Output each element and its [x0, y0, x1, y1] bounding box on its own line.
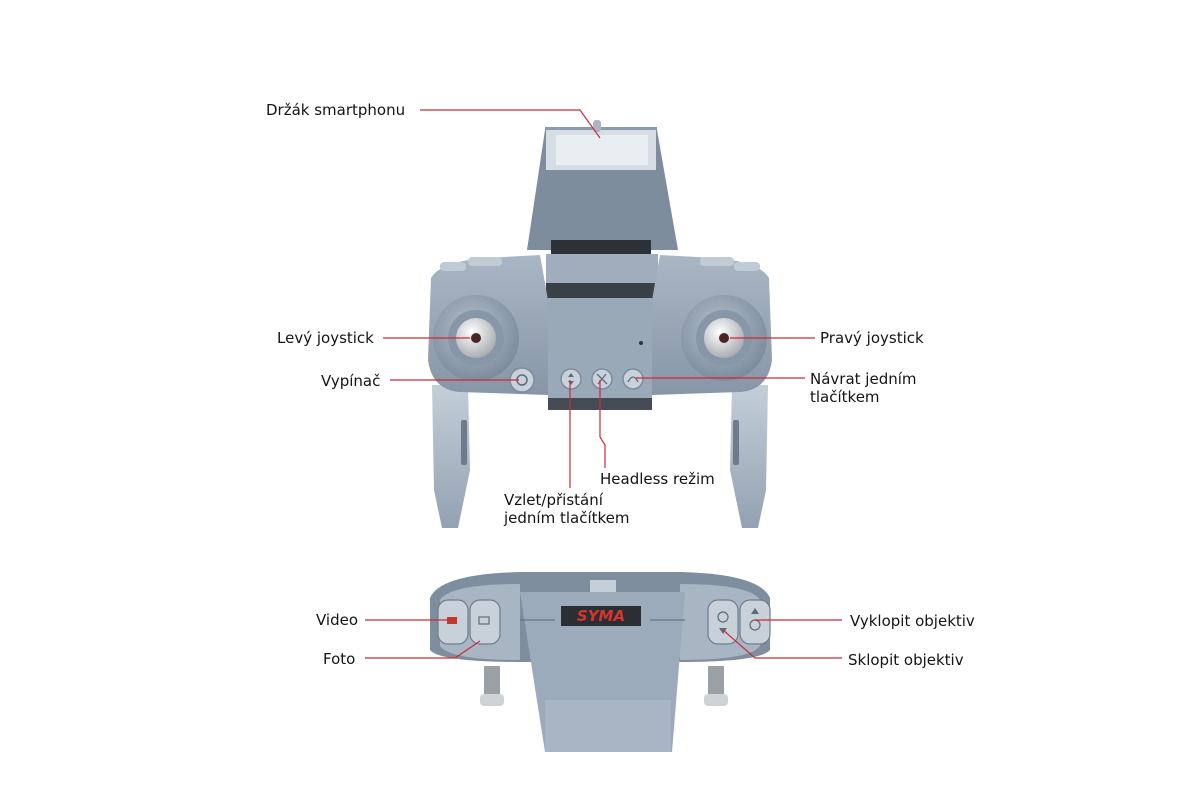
left-stick-nub	[480, 666, 504, 706]
video-button[interactable]	[437, 599, 469, 645]
power-button[interactable]	[509, 367, 535, 393]
leader-lines-top	[383, 109, 815, 488]
lens-down-button[interactable]	[707, 599, 739, 645]
controller-bottom-view: SYMA	[430, 572, 771, 752]
leader-photo	[365, 640, 481, 659]
right-joystick[interactable]	[681, 295, 767, 381]
right-stick-nub	[704, 666, 728, 706]
left-shoulder-button[interactable]	[440, 262, 466, 271]
right-shoulder-button-2[interactable]	[700, 257, 734, 266]
callout-one-key-return: Návrat jedním tlačítkem	[810, 370, 917, 406]
leader-headless	[599, 380, 606, 468]
callout-one-key-takeoff-landing: Vzlet/přistání jedním tlačítkem	[504, 491, 630, 527]
photo-button[interactable]	[469, 599, 501, 645]
callout-phone-holder: Držák smartphonu	[266, 101, 406, 119]
phone-holder	[527, 120, 678, 301]
left-joystick[interactable]	[433, 295, 519, 381]
indicator-led	[639, 341, 643, 345]
callout-left-joystick: Levý joystick	[277, 329, 374, 347]
takeoff-landing-button[interactable]	[560, 368, 582, 390]
left-grip	[428, 255, 548, 528]
svg-text:SYMA: SYMA	[577, 607, 625, 625]
callout-right-joystick: Pravý joystick	[820, 329, 924, 347]
controller-top-view	[428, 120, 772, 528]
left-shoulder-button-2[interactable]	[468, 257, 502, 266]
return-home-button[interactable]	[622, 368, 644, 390]
syma-logo: SYMA	[561, 606, 641, 626]
lens-up-button[interactable]	[739, 599, 771, 645]
callout-lens-up: Vyklopit objektiv	[850, 612, 975, 630]
headless-mode-button[interactable]	[591, 368, 613, 390]
right-shoulder-button[interactable]	[734, 262, 760, 271]
callout-video: Video	[316, 611, 359, 629]
callout-photo: Foto	[323, 650, 356, 668]
callout-power-switch: Vypínač	[321, 372, 381, 390]
leader-lens-down	[722, 629, 842, 659]
leader-lines-bottom	[365, 619, 842, 659]
callout-lens-down: Sklopit objektiv	[848, 651, 964, 669]
callout-headless-mode: Headless režim	[600, 470, 715, 488]
leader-phone-holder	[420, 109, 601, 139]
